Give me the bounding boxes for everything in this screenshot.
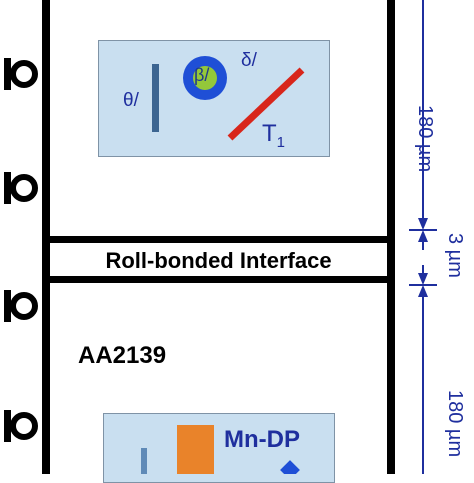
delta-prime-label: δ/ [241, 50, 257, 71]
precipitate-shapes-bottom [141, 425, 300, 474]
t1-label: T1 [262, 120, 285, 151]
t1-label-sub: 1 [276, 133, 286, 151]
interface-bottom-line [42, 276, 395, 283]
mn-dp-label: Mn-DP [224, 426, 300, 453]
dimension-bottom-label: 180 µm [444, 390, 466, 458]
clip-icon [4, 410, 38, 442]
beta-prime-core [193, 66, 217, 90]
dimension-top-label: 180 µm [414, 105, 436, 173]
clip-icon [4, 58, 38, 90]
interface-label: Roll-bonded Interface [105, 248, 332, 273]
t1-plate [227, 67, 305, 141]
theta-prime-label: θ/ [123, 90, 139, 111]
dimension-middle-label: 3 µm [444, 233, 466, 278]
theta-prime-plate [152, 64, 159, 132]
clip-icon [4, 290, 38, 322]
t1-label-main: T [262, 120, 277, 147]
clip-icon [4, 172, 38, 204]
dimension-arrows [409, 0, 437, 474]
alloy-label: AA2139 [78, 342, 167, 369]
mn-dp-block [177, 425, 214, 474]
beta-prime-label: β/ [194, 65, 210, 85]
interface-top-line [42, 236, 395, 243]
diamond-precipitate [280, 460, 300, 474]
theta-prime-plate-bottom [141, 448, 147, 474]
left-clips-decoration [4, 58, 38, 442]
precipitate-shapes-top [152, 56, 305, 141]
